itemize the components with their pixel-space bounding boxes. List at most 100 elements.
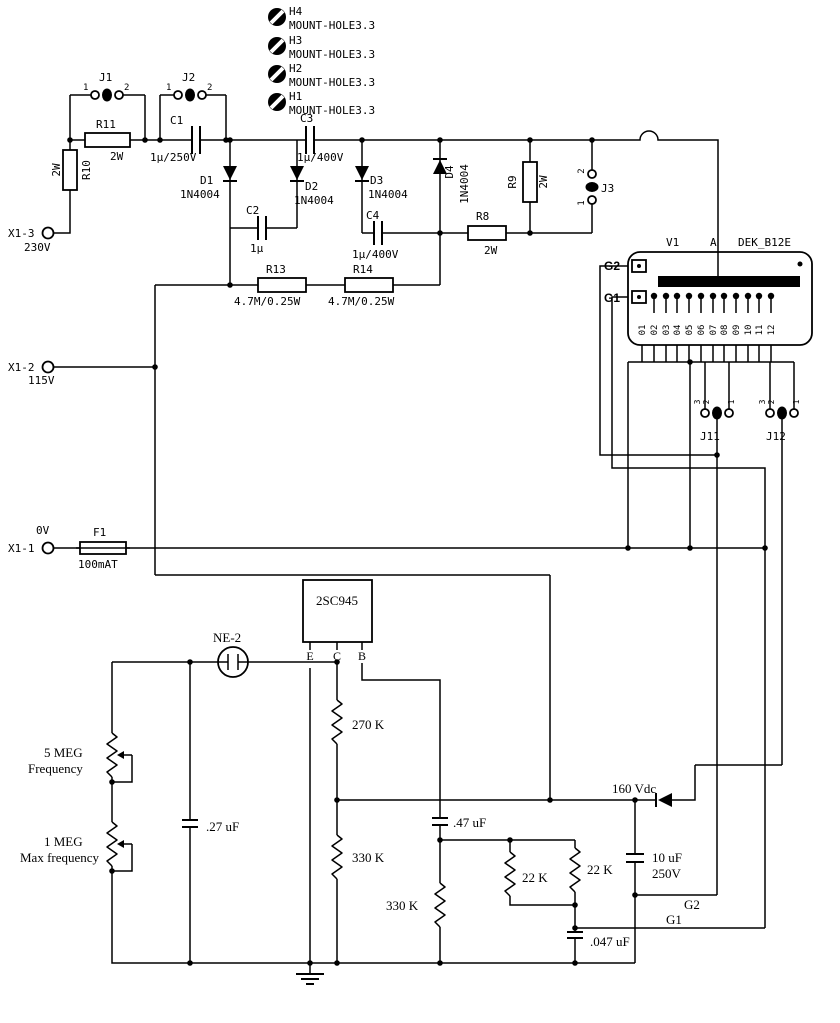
mount-hole-slashes [269, 9, 285, 110]
transistor-pin-b: B [358, 649, 366, 663]
x1-3-ref: X1-3 [8, 227, 35, 240]
pot-5meg-function: Frequency [28, 761, 83, 776]
mount-hole-h2-ref: H2 [289, 62, 302, 75]
mount-hole-h1-ref: H1 [289, 90, 302, 103]
mount-holes [268, 8, 286, 111]
diode-cathode-bars [223, 158, 657, 807]
component-bodies [41, 132, 538, 643]
wire-net-lower [111, 642, 635, 974]
pot-5meg-wiper-arrow [117, 751, 124, 759]
j3-pad-2 [587, 169, 597, 179]
j11-shunt [712, 406, 722, 420]
c3-ref: C3 [300, 112, 313, 125]
tube-g2-label: G2 [604, 259, 620, 273]
tube-pin-10: 10 [744, 325, 754, 336]
resistor-22k-b-element [569, 847, 581, 893]
cap-10uf-rating: 250V [652, 866, 682, 881]
j12-shunt [777, 406, 787, 420]
tube-outline [627, 251, 813, 346]
tube-pin-06: 06 [697, 325, 707, 336]
resistor-22k-b-value: 22 K [587, 862, 613, 877]
resistor-270k-element [331, 699, 343, 745]
j2-pad-2 [197, 90, 207, 100]
j11-pad-1 [724, 408, 734, 418]
diode-d2-symbol [290, 166, 304, 180]
j3-ref: J3 [601, 182, 614, 195]
ground-symbol [296, 973, 324, 985]
f1-value: 100mAT [78, 558, 118, 571]
neon-lamp-label: NE-2 [213, 630, 241, 645]
transistor-part-number: 2SC945 [316, 593, 358, 608]
c2-value: 1µ [250, 242, 264, 255]
d4-value: 1N4004 [458, 164, 471, 204]
pot-5meg-value: 5 MEG [44, 745, 83, 760]
d3-ref: D3 [370, 174, 383, 187]
r9-value: 2W [537, 175, 550, 189]
tube-part-number: DEK_B12E [738, 236, 791, 249]
resistor-r9-body [522, 161, 538, 203]
resistor-22k-a-element [504, 851, 516, 897]
d3-value: 1N4004 [368, 188, 408, 201]
g2-wire-label: G2 [684, 897, 700, 912]
transistor-pin-e: E [306, 649, 313, 663]
d2-value: 1N4004 [294, 194, 334, 207]
diodes [223, 158, 672, 807]
resistor-330k-b-value: 330 K [386, 898, 419, 913]
mount-hole-h3-value: MOUNT-HOLE3.3 [289, 48, 375, 61]
tube-ref: V1 [666, 236, 679, 249]
tube-g2-pin-dot [637, 264, 641, 268]
tube-pin-08: 08 [720, 325, 730, 336]
diode-d4-symbol [433, 160, 447, 174]
j3-pad-1 [587, 195, 597, 205]
r10-ref: R10 [80, 160, 93, 180]
supply-voltage-label: 160 Vdc [612, 781, 656, 796]
pot-1meg-value: 1 MEG [44, 834, 83, 849]
j11-pad-3 [700, 408, 710, 418]
terminal-x1-3 [41, 226, 55, 240]
x1-2-ref: X1-2 [8, 361, 35, 374]
j12-pin2-label: 2 [767, 399, 776, 404]
resistor-zigzags [106, 699, 581, 928]
resistor-22k-a-value: 22 K [522, 870, 548, 885]
transistor-2sc945-body [302, 579, 373, 643]
r14-value: 4.7M/0.25W [328, 295, 395, 308]
resistor-r10-body [62, 149, 78, 191]
tube-pin-05: 05 [685, 325, 695, 336]
c2-ref: C2 [246, 204, 259, 217]
tube-pin-07: 07 [709, 325, 719, 336]
cap-27uf-value: .27 uF [206, 819, 239, 834]
f1-ref: F1 [93, 526, 106, 539]
d2-ref: D2 [305, 180, 318, 193]
resistor-330k-a-value: 330 K [352, 850, 385, 865]
r13-ref: R13 [266, 263, 286, 276]
x1-3-voltage: 230V [24, 241, 51, 254]
j12-pad-1 [789, 408, 799, 418]
c4-ref: C4 [366, 209, 380, 222]
resistor-r11-body [84, 132, 131, 148]
tube-cathode-leads [653, 299, 772, 313]
tube-pin-11: 11 [755, 325, 765, 336]
j1-ref: J1 [99, 71, 112, 84]
neon-lamp-ne2 [217, 646, 249, 678]
tube-g1-pin-dot [637, 295, 641, 299]
g1-wire-label: G1 [666, 912, 682, 927]
c4-value: 1µ/400V [352, 248, 399, 261]
terminal-x1-1 [41, 541, 55, 555]
j1-pad-2 [114, 90, 124, 100]
j3-pin2-label: 2 [577, 168, 587, 173]
r14-ref: R14 [353, 263, 373, 276]
j1-pad-1 [90, 90, 100, 100]
tube-pin-01: 01 [638, 325, 648, 336]
j2-pad-1 [173, 90, 183, 100]
j11-ref: J11 [700, 430, 720, 443]
pot-1meg-function: Max frequency [20, 850, 100, 865]
d1-value: 1N4004 [180, 188, 220, 201]
mount-hole-h1-value: MOUNT-HOLE3.3 [289, 104, 375, 117]
resistor-r8-body [467, 225, 507, 241]
d1-ref: D1 [200, 174, 213, 187]
ne2-electrodes [218, 654, 248, 670]
pot-1meg-element [106, 821, 118, 867]
resistor-r13-body [257, 277, 307, 293]
